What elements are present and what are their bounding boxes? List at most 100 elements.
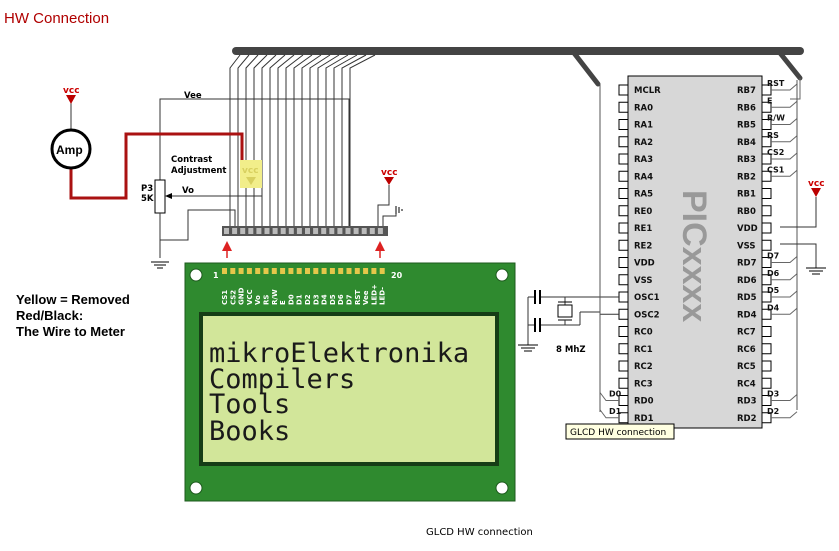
header-wire — [293, 54, 313, 226]
mcu-pin-label-right: RC6 — [737, 345, 756, 355]
mcu-signal-wire — [599, 409, 619, 419]
caption: GLCD HW connection — [426, 527, 533, 538]
mcu-signal-label: D4 — [767, 303, 780, 312]
header-wire — [301, 54, 322, 226]
header-pin — [240, 228, 246, 234]
header-wire — [253, 54, 268, 226]
ground-symbol-led — [395, 206, 403, 214]
mcu-pin-label-left: VDD — [634, 259, 655, 269]
mcu-pin-left — [618, 119, 629, 130]
mcu-pin-label-left: RD0 — [634, 397, 654, 407]
mcu-pin-label-left: RA3 — [634, 155, 653, 165]
header-pin — [232, 228, 238, 234]
mcu-signal-label: D5 — [767, 286, 780, 295]
marker-arrow-right — [375, 241, 385, 251]
lcd-hole-tr — [495, 268, 509, 282]
lcd-pin-name: RS — [263, 295, 271, 305]
pot-wiper-arrow — [165, 193, 172, 199]
header-pin — [296, 228, 302, 234]
mcu-signal-wire — [771, 169, 798, 177]
mcu-pin-right — [761, 188, 772, 199]
header-wire — [333, 54, 358, 226]
tooltip-text: GLCD HW connection — [570, 428, 666, 438]
pot-wiper — [167, 195, 263, 226]
note-line-1: Yellow = Removed — [16, 292, 130, 307]
bus-branch-right — [777, 50, 803, 81]
lcd-line-2: Compilers — [209, 364, 355, 395]
bus-branch-left — [571, 50, 601, 87]
mcu-pin-left — [618, 274, 629, 286]
header-wires — [229, 54, 376, 226]
header-pin — [248, 228, 254, 234]
header-wire — [237, 54, 250, 226]
marker-arrow-left — [222, 241, 232, 251]
mcu-pin-left — [618, 377, 629, 389]
header-pin — [353, 228, 359, 234]
lcd-line-4: Books — [209, 416, 290, 447]
mcu-pin-left — [618, 257, 629, 268]
mcu-pin-label-right: VSS — [737, 241, 755, 251]
lcd-line-1: mikroElektronika — [209, 338, 469, 369]
mcu-pin-right — [761, 360, 772, 372]
mcu-signal-wire — [771, 290, 798, 298]
mcu-signal-wire — [771, 83, 798, 91]
mcu-signal-wire — [771, 411, 798, 419]
mcu-signal-label: D7 — [767, 252, 779, 261]
mcu-signal-label: R/W — [767, 114, 785, 123]
lcd-pin-name: D3 — [312, 294, 320, 305]
mcu-pin-left — [618, 136, 629, 148]
mcu-pin-label-left: RD1 — [634, 414, 654, 424]
mcu-pin-label-right: RC4 — [737, 379, 756, 389]
lcd-pin-name: D5 — [329, 294, 337, 305]
mcu-pin-left — [618, 360, 629, 372]
lcd-pin-name: LED- — [379, 287, 387, 305]
header-pin — [264, 228, 270, 234]
header-pins — [224, 228, 383, 234]
lcd-pin-name: Vo — [254, 295, 262, 305]
mcu-signal-label: D1 — [609, 407, 622, 416]
mcu-pin-label-left: VSS — [634, 276, 652, 286]
mcu-pin-label-left: RA4 — [634, 172, 653, 182]
lcd-pad — [271, 268, 277, 274]
vcc-arrow-right — [811, 188, 821, 197]
vdd-wire — [780, 197, 817, 228]
mcu-signal-label: D3 — [767, 390, 779, 399]
ammeter-label: Amp — [56, 143, 83, 157]
header-pin — [361, 228, 367, 234]
header-pin — [280, 228, 286, 234]
oscillator-circuit — [518, 290, 600, 352]
lcd-pin-name: RST — [354, 290, 362, 305]
mcu-pin-label-right: RB6 — [737, 103, 756, 113]
header-pin — [224, 228, 229, 234]
mcu-name: PICxxxx — [675, 190, 713, 322]
header-wire — [325, 54, 349, 226]
mcu-signal-label: D6 — [767, 269, 780, 278]
mcu-pin-left — [618, 205, 629, 217]
note-line-3: The Wire to Meter — [16, 324, 125, 339]
lcd-pad — [280, 268, 286, 274]
mcu-pin-label-left: OSC2 — [634, 310, 660, 320]
meter-wire-red — [69, 132, 244, 200]
mcu-pin-label-right: RD6 — [737, 276, 757, 286]
mcu-signal-label: E — [767, 96, 772, 105]
header-wire — [341, 54, 367, 226]
lcd-hole-br — [495, 481, 509, 495]
mcu-signal-wire — [771, 256, 798, 263]
header-wire — [277, 54, 295, 226]
mcu-pin-left — [618, 343, 629, 355]
lcd-pad — [379, 268, 385, 274]
header-wire — [229, 54, 241, 226]
lcd-pin-last: 20 — [391, 271, 403, 280]
lcd-pad — [329, 268, 335, 274]
lcd-pad — [255, 268, 261, 274]
lcd-pin-name: D0 — [287, 294, 295, 305]
lcd-pin-name: E — [279, 300, 287, 305]
header-pin — [377, 228, 383, 234]
mcu-pin-left — [618, 170, 629, 182]
header-wire — [269, 54, 286, 226]
mcu-pin-label-left: RA2 — [634, 138, 653, 148]
header-wire — [317, 54, 340, 226]
mcu-pin-label-left: RE2 — [634, 241, 652, 251]
